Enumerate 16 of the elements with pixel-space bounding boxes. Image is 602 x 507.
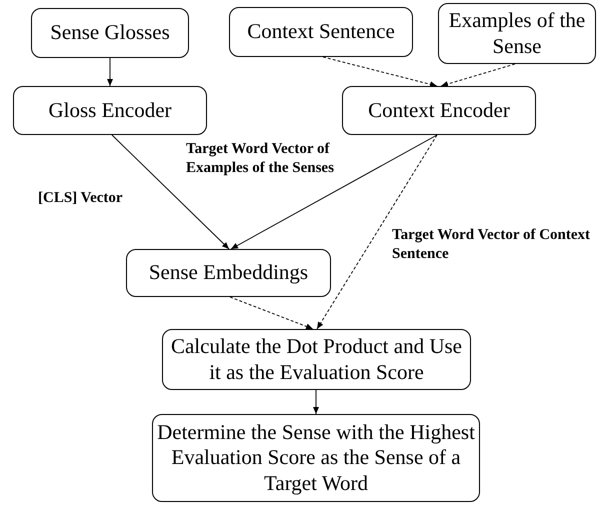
process-box: Examples of the Sense <box>438 3 596 64</box>
arrow <box>107 58 113 86</box>
process-box: Determine the Sense with the Highest Evaluation Score as the Sense of a Target Word <box>152 414 480 502</box>
arrow <box>230 296 314 330</box>
arrow <box>322 56 438 88</box>
process-box: Sense Glosses <box>31 8 189 58</box>
arrow <box>112 134 230 250</box>
process-box: Calculate the Dot Product and Use it as the Evaluation Score <box>162 329 471 390</box>
process-box: Gloss Encoder <box>13 86 207 135</box>
arrow <box>316 134 438 330</box>
process-box: Context Encoder <box>342 86 536 135</box>
process-box: Context Sentence <box>229 7 413 57</box>
process-box: Sense Embeddings <box>126 249 331 297</box>
arrow <box>313 390 319 414</box>
arrow <box>230 134 438 250</box>
arrow <box>440 64 516 87</box>
